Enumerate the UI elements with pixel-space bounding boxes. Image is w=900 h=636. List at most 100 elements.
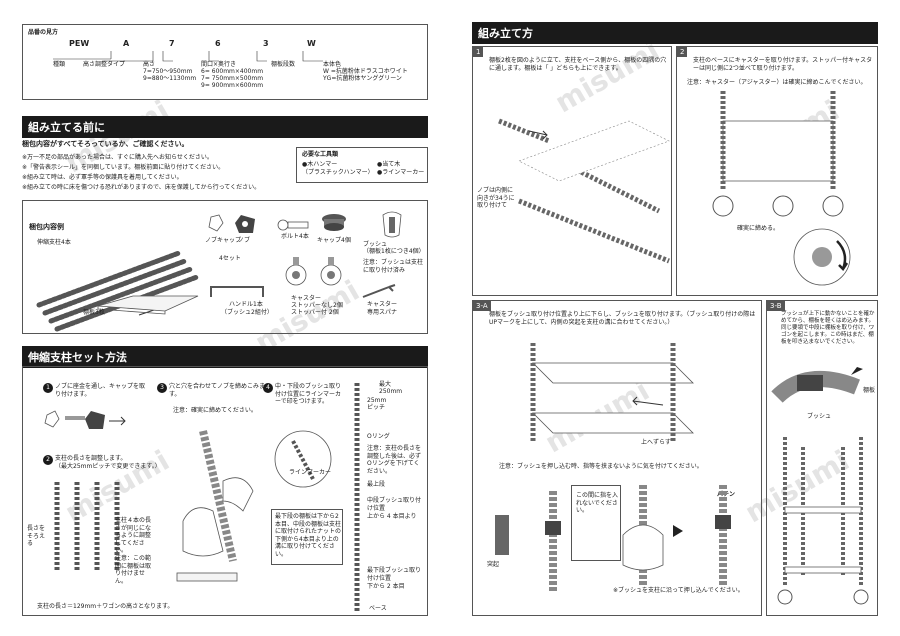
note-line: ※組み立て時は、必ず軍手等の保護具を着用してください。 (22, 174, 183, 181)
step3a-text: 棚板をブッシュ取り付け位置より上に下らし、ブッシュを取り付けます。（ブッシュ取り… (489, 311, 756, 326)
size-option: 9= 900mm×600mm (201, 82, 264, 89)
note-line: ※万一不足の部品があった場合は、すぐに購入先へお知らせください。 (22, 154, 213, 161)
step1-text: 棚板2枚を図のように立て、支柱をベース側から、棚板の四隅の穴に通します。棚板は「… (489, 57, 667, 72)
section-title-assembly: 組み立て方 (472, 22, 878, 44)
tool-item: ●木ハンマー (302, 161, 338, 168)
center-note: 最下段の棚板は下から2本目、中段の棚板は支柱に取付けられたナットの下側から4本目… (275, 513, 342, 558)
same-length-label: 長さをそろえる (27, 525, 46, 547)
bush-insert-illustration (545, 491, 561, 591)
color-option: W =抗菌粉体ドラスコホワイト (323, 68, 408, 75)
line-marker-detail (274, 430, 332, 488)
bolt-illustration (277, 219, 309, 231)
tools-title: 必要な工具類 (302, 151, 339, 158)
mid-bush-position: 上から 4 本目より (367, 513, 417, 520)
handle-label: ハンドル1本 (229, 301, 263, 308)
step4-text: 中・下段のブッシュ取り付け位置にラインマーカーで印をつけます。 (275, 383, 342, 405)
tool-item: ●当て木 (377, 161, 401, 168)
check-contents-text: 梱包内容がすべてそろっているか、ご確認ください。 (22, 140, 189, 148)
knob-assembly-illustration (44, 410, 126, 429)
label-color: 本体色 (323, 61, 342, 68)
max-label: 最大 (379, 381, 392, 388)
shelf-label: 棚板3枚 (83, 309, 105, 316)
post-measure-illustration (354, 383, 360, 613)
label-height: 高さ (143, 61, 156, 68)
caster-label: キャスター (291, 295, 322, 302)
step3a-box: 3-A 棚板をブッシュ取り付け位置より上に下らし、ブッシュを取り付けます。（ブッ… (472, 300, 762, 616)
shelf-label: 棚板 (863, 387, 876, 394)
code-connector-lines (53, 51, 323, 62)
step-number-1: 1 (473, 47, 484, 57)
label-size: 間口×奥行き (201, 61, 237, 68)
step1-text: ノブに座金を通し、キャップを取り付けます。 (55, 383, 146, 398)
cap-label: キャップ4個 (317, 237, 351, 244)
finger-warning: この間に指を入れないでください。 (576, 492, 619, 514)
label-series: 種類 (53, 61, 66, 68)
step3-text: 穴と穴を合わせてノブを締めこみます。 (169, 383, 266, 398)
finger-warning-box: この間に指を入れないでください。 (571, 485, 621, 561)
step-number-2: 2 (677, 47, 688, 57)
bush-label: ブッシュ (807, 413, 832, 420)
step2-cart-illustration (712, 91, 844, 217)
bush-closeup-illustration (771, 367, 863, 403)
spanner-icon (362, 284, 396, 298)
section-title-telescopic: 伸縮支柱セット方法 (22, 346, 428, 368)
step3a-caution: 注意：ブッシュを押し込む時、指等を挟まないように気を付けてください。 (499, 463, 703, 470)
range-warning: 注意：この範囲に棚板は取り付けません。 (115, 555, 152, 585)
shelf-on-floor-illustration (176, 572, 238, 582)
step-number-3: 3 (157, 383, 167, 393)
bush-illustration (382, 211, 402, 238)
telescopic-box: 1 ノブに座金を通し、キャップを取り付けます。 2 支柱の長さを調整します。 （… (22, 366, 428, 616)
tighten-label: 確実に締める。 (737, 225, 780, 232)
tools-box: 必要な工具類 ●木ハンマー （プラスチックハンマー） ●当て木 ●ラインマーカー (296, 147, 428, 183)
knob-label: ノブ (238, 237, 251, 244)
bolt-label: ボルト4本 (281, 233, 309, 240)
four-posts-illustration (54, 482, 120, 572)
tool-item: ●ラインマーカー (377, 169, 425, 176)
step-number-1: 1 (43, 383, 53, 393)
step-number-3a: 3-A (473, 301, 491, 311)
bush-sub-label: （棚板1枚につき4個） (363, 248, 425, 255)
cap-illustration (322, 214, 346, 231)
label-tiers: 棚板段数 (271, 61, 296, 68)
completed-cart-illustration (777, 437, 869, 605)
base-label: ベース (369, 605, 387, 612)
step3b-text: ブッシュが上下に動かないことを確かめてから、棚板を軽くはめ込みます。同じ要領で中… (781, 311, 875, 345)
bush-fitted-illustration (715, 485, 731, 585)
code-color: W (307, 39, 316, 48)
push-note: ※ブッシュを支柱に沿って押し込んでください。 (613, 587, 744, 594)
hand-tighten-illustration (182, 430, 254, 562)
center-note-box: 最下段の棚板は下から2本目、中段の棚板は支柱に取付けられたナットの下側から4本目… (271, 509, 343, 565)
step1-knob-note: ノブは内側に向きが34うに取り付けて (477, 187, 515, 209)
low-bush-position: 下から 2 本目 (367, 583, 405, 590)
post-length-formula: 支柱の長さ＝129mm＋ワゴンの高さとなります。 (37, 603, 174, 610)
code-tiers: 3 (263, 39, 269, 48)
section-title-before: 組み立てる前に (22, 116, 428, 138)
code-size: 6 (215, 39, 221, 48)
step2-text: 支柱のベースにキャスターを取り付けます。ストッパー付キャスターは同じ側に2つ並べ… (693, 57, 873, 72)
bush-label: ブッシュ (363, 241, 388, 248)
step2-caution: 注意：キャスター（アジャスター）は確実に締めこんでください。 (687, 79, 867, 86)
oring-label: Oリング (367, 433, 390, 440)
knob-cap-illustration (208, 214, 255, 233)
step1-illustration (498, 118, 670, 264)
model-code-box: 品番の見方 PEW A 7 6 3 W 種類 高さ調整タイプ 高さ 7=750〜… (22, 24, 428, 100)
spanner-sub-label: 専用スパナ (367, 309, 398, 316)
model-heading: 品番の見方 (28, 29, 59, 36)
tool-item: （プラスチックハンマー） (302, 169, 374, 176)
height-option: 7=750〜950mm (143, 68, 193, 75)
size-option: 6= 600mm×400mm (201, 68, 264, 75)
label-type: 高さ調整タイプ (83, 61, 126, 68)
height-option: 9=880〜1130mm (143, 75, 197, 82)
mid-bush-label: 中段ブッシュ取り付け位置 (367, 497, 422, 512)
posts-label: 伸縮支柱4本 (37, 239, 71, 246)
post-length-note: 支柱４本の長さが同じになるように調整してください。 (115, 517, 152, 554)
shelf-board-illustration (97, 295, 199, 315)
step3-note: 注意：確実に締めてください。 (173, 407, 257, 414)
step2-box: 2 支柱のベースにキャスターを取り付けます。ストッパー付キャスターは同じ側に2つ… (676, 46, 878, 296)
bush-groove-detail (495, 515, 509, 555)
left-page: misumi misumi misumi 品番の見方 PEW A 7 6 3 W… (22, 24, 428, 616)
arrow-right-icon (673, 525, 683, 537)
step3a-cart-illustration (530, 343, 694, 443)
code-height: 7 (169, 39, 175, 48)
top-tier-label: 最上段 (367, 481, 386, 488)
